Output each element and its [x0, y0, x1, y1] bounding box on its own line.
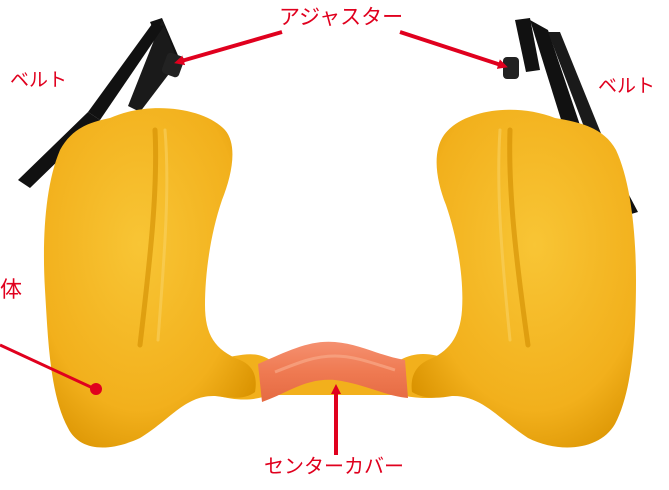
body-label: 体: [0, 280, 22, 302]
belt-label-right: ベルト: [598, 77, 655, 96]
right-cushion: [412, 110, 636, 448]
belt-label-left: ベルト: [10, 71, 67, 90]
adjuster-label: アジャスター: [279, 7, 403, 28]
center-cover-label: センターカバー: [264, 456, 404, 476]
